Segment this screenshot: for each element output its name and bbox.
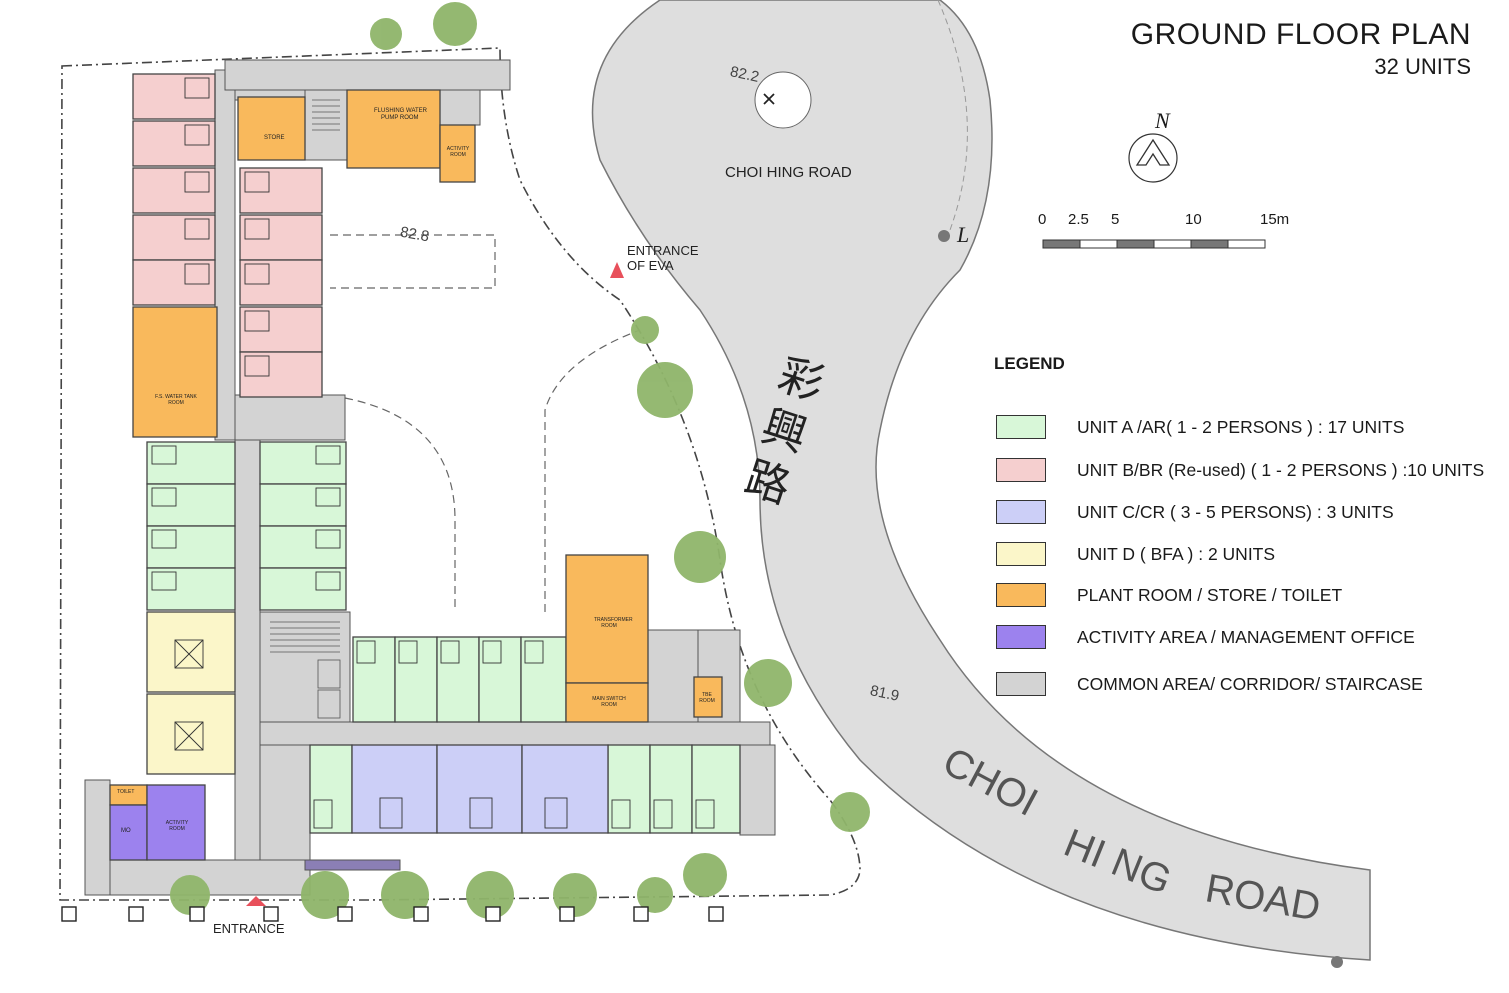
legend-item: UNIT C/CR ( 3 - 5 PERSONS) : 3 UNITS [996, 499, 1394, 525]
legend-item: COMMON AREA/ CORRIDOR/ STAIRCASE [996, 671, 1423, 697]
legend-label: UNIT A /AR( 1 - 2 PERSONS ) : 17 UNITS [1077, 416, 1405, 437]
legend-label: UNIT C/CR ( 3 - 5 PERSONS) : 3 UNITS [1077, 501, 1394, 522]
trees [170, 2, 870, 919]
legend-swatch [996, 458, 1046, 482]
legend-item: PLANT ROOM / STORE / TOILET [996, 582, 1342, 608]
legend-item: UNIT D ( BFA ) : 2 UNITS [996, 541, 1275, 567]
scale-tick-15m: 15m [1260, 211, 1290, 228]
scale-bar [1042, 239, 1266, 249]
room-label-tbe: TBE ROOM [699, 692, 715, 704]
legend-label: UNIT D ( BFA ) : 2 UNITS [1077, 543, 1276, 564]
plan-title: GROUND FLOOR PLAN [1130, 18, 1471, 51]
room-label-transformer: TRANSFORMER ROOM [594, 617, 633, 629]
room-label-toilet: TOILET [117, 789, 135, 795]
scale-tick-2-5: 2.5 [1068, 211, 1089, 228]
road-choi-hing [591, 0, 1371, 961]
common-areas [84, 59, 776, 896]
legend-label: COMMON AREA/ CORRIDOR/ STAIRCASE [1077, 673, 1423, 694]
courtyard-outline [330, 234, 641, 612]
north-label: N [1155, 108, 1170, 133]
legend-label: ACTIVITY AREA / MANAGEMENT OFFICE [1077, 626, 1415, 647]
plant-rooms [109, 89, 723, 806]
eva-entrance-arrow [610, 262, 624, 278]
staircases [270, 99, 341, 719]
legend-swatch [996, 672, 1046, 696]
entrance-label: ENTRANCE [213, 921, 285, 936]
legend-swatch [996, 415, 1046, 439]
level-markers [763, 93, 775, 105]
activity-rooms [109, 784, 206, 861]
unit-a-rooms [146, 441, 741, 834]
legend-item: UNIT A /AR( 1 - 2 PERSONS ) : 17 UNITS [996, 414, 1404, 440]
legend-heading: LEGEND [994, 354, 1065, 373]
room-label-fs-tank: F.S. WATER TANK ROOM [155, 394, 197, 406]
legend-swatch [996, 542, 1046, 566]
scale-tick-5: 5 [1111, 211, 1120, 228]
room-label-mo: MO [121, 828, 131, 834]
unit-b-rooms [132, 73, 323, 398]
room-label-flushing-1: FLUSHING WATER [374, 108, 428, 114]
legend-swatch [996, 500, 1046, 524]
eva-entrance-label-2: OF EVA [627, 258, 674, 273]
legend-label: UNIT B/BR (Re-used) ( 1 - 2 PERSONS ) :1… [1077, 459, 1485, 480]
legend-item: UNIT B/BR (Re-used) ( 1 - 2 PERSONS ) :1… [996, 457, 1484, 483]
room-label-activity-room: ACTIVITY ROOM [165, 820, 189, 832]
north-arrow [1128, 133, 1178, 183]
eva-entrance-label-1: ENTRANCE [627, 243, 699, 258]
unit-c-rooms [351, 744, 609, 834]
tree-planters [61, 906, 724, 922]
legend-swatch [996, 583, 1046, 607]
bathroom-fixtures [151, 77, 715, 829]
road-end-dot [1331, 956, 1343, 968]
marker-l-label: L [957, 222, 970, 247]
plan-title-block: GROUND FLOOR PLAN 32 UNITS [1131, 18, 1471, 80]
room-label-store: STORE [264, 135, 285, 141]
scale-tick-10: 10 [1185, 211, 1202, 228]
marker-l-dot [938, 230, 950, 242]
room-label-flushing-2: PUMP ROOM [381, 115, 419, 121]
scale-tick-0: 0 [1038, 211, 1047, 228]
entrance-arrow [246, 896, 266, 906]
legend-item: ACTIVITY AREA / MANAGEMENT OFFICE [996, 624, 1415, 650]
plan-subtitle: 32 UNITS [1374, 54, 1471, 79]
legend-swatch [996, 625, 1046, 649]
room-label-activity-small: ACTIVITY ROOM [446, 146, 470, 158]
legend-label: PLANT ROOM / STORE / TOILET [1077, 584, 1343, 605]
road-label-top: CHOI HING ROAD [725, 164, 852, 181]
room-label-main-switch: MAIN SWITCH ROOM [592, 696, 626, 708]
